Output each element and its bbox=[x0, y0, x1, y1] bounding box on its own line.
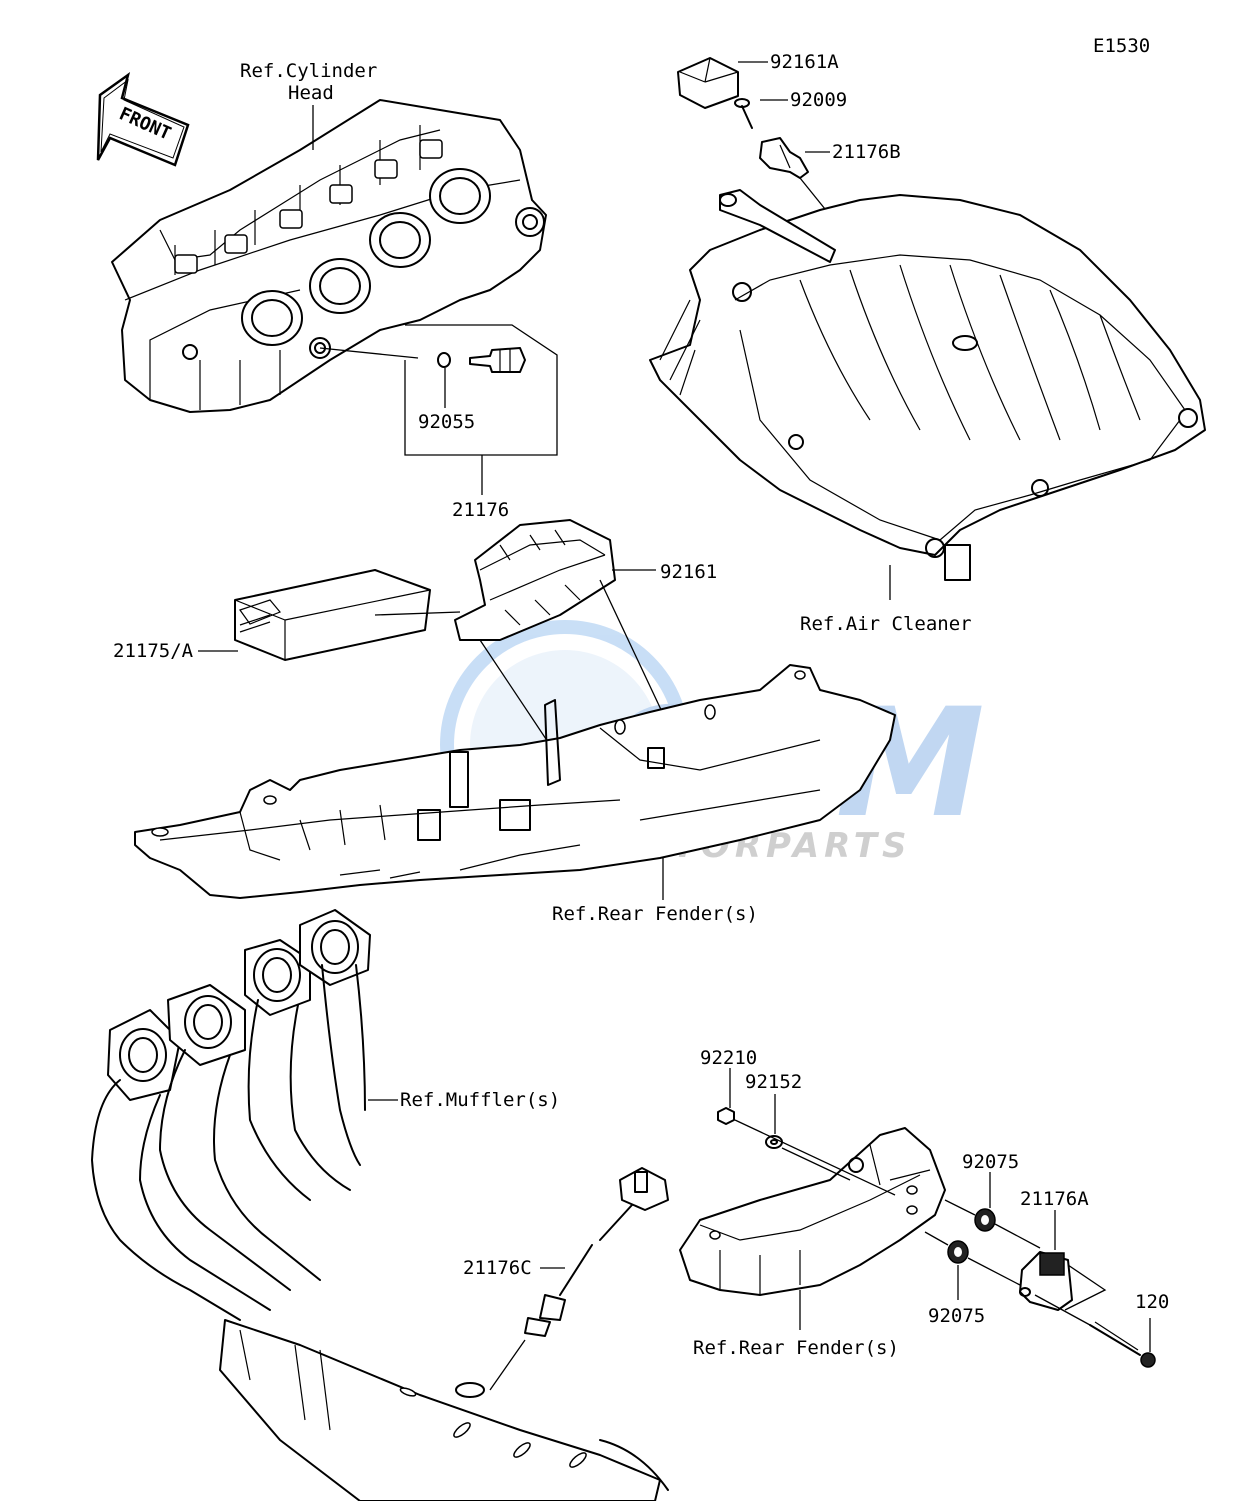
label-92152: 92152 bbox=[745, 1071, 802, 1093]
label-92075-a: 92075 bbox=[962, 1151, 1019, 1173]
label-ref-cylinder-head-1: Ref.Cylinder bbox=[240, 60, 377, 82]
label-92009: 92009 bbox=[790, 89, 847, 111]
collar-92152-drawing bbox=[765, 1135, 783, 1149]
label-ref-cylinder-head-2: Head bbox=[288, 82, 334, 104]
sensor-21176C-drawing bbox=[524, 1167, 669, 1337]
rear-fender-2-drawing bbox=[679, 1127, 946, 1296]
ecu-21175A-drawing bbox=[234, 569, 431, 661]
part-92161A-drawing bbox=[677, 57, 739, 109]
label-21176A: 21176A bbox=[1020, 1188, 1089, 1210]
label-ref-rear-fender-1: Ref.Rear Fender(s) bbox=[552, 903, 758, 925]
diagram-code: E1530 bbox=[1093, 35, 1150, 57]
air-cleaner-drawing bbox=[649, 189, 1206, 581]
rear-fender-drawing bbox=[134, 664, 896, 899]
label-120: 120 bbox=[1135, 1291, 1169, 1313]
grommet-92075-a-drawing bbox=[974, 1208, 996, 1232]
label-21176C: 21176C bbox=[463, 1257, 532, 1279]
label-92075-b: 92075 bbox=[928, 1305, 985, 1327]
label-ref-rear-fender-2: Ref.Rear Fender(s) bbox=[693, 1337, 899, 1359]
label-ref-air-cleaner: Ref.Air Cleaner bbox=[800, 613, 972, 635]
sensor-21176A-drawing bbox=[1019, 1251, 1073, 1311]
label-21175A: 21175/A bbox=[113, 640, 194, 662]
label-92161A: 92161A bbox=[770, 51, 839, 73]
label-92210: 92210 bbox=[700, 1047, 757, 1069]
fastener-92210-drawing bbox=[717, 1107, 735, 1125]
label-92055: 92055 bbox=[418, 411, 475, 433]
label-21176B: 21176B bbox=[832, 141, 901, 163]
sensor-21176-drawing bbox=[437, 347, 526, 373]
bolt-120-drawing bbox=[1089, 1321, 1156, 1368]
exhaust-drawing bbox=[91, 909, 669, 1501]
label-ref-mufflers: Ref.Muffler(s) bbox=[400, 1089, 560, 1111]
front-arrow-icon: FRONT bbox=[96, 71, 190, 167]
part-21176B-drawing bbox=[759, 137, 809, 179]
holder-92161-drawing bbox=[454, 519, 616, 641]
cylinder-head-drawing bbox=[111, 99, 547, 413]
label-92161: 92161 bbox=[660, 561, 717, 583]
grommet-92075-b-drawing bbox=[947, 1240, 969, 1264]
label-21176: 21176 bbox=[452, 499, 509, 521]
part-92009-drawing bbox=[734, 98, 753, 129]
